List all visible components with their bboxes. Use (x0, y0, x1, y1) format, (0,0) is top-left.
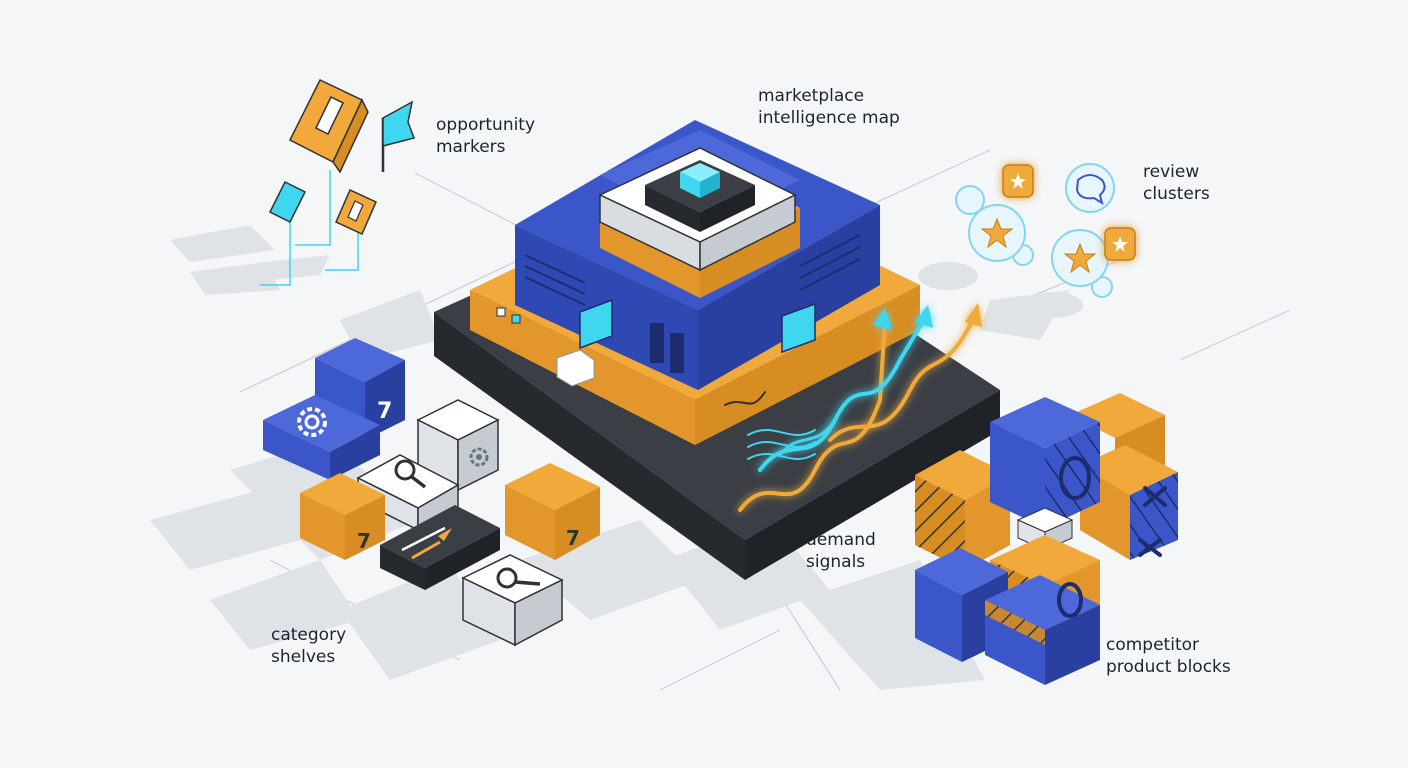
demand-signal-lines (724, 313, 977, 512)
gear-icon (297, 407, 327, 437)
central-tower (434, 120, 1000, 580)
arrow-icon (401, 526, 452, 560)
review-badge (1002, 164, 1136, 261)
svg-text:7: 7 (357, 529, 371, 553)
star-icon (980, 217, 1097, 274)
magnifier-icon (496, 567, 541, 589)
magnifier-icon (394, 459, 427, 489)
competitor-product-blocks (915, 393, 1178, 685)
trend-arrow-icon (873, 303, 982, 330)
category-shelves: 7 7 (263, 338, 600, 647)
svg-text:7: 7 (566, 526, 580, 550)
chat-bubble-icon (1075, 174, 1106, 206)
gear-icon (469, 447, 489, 467)
review-clusters (955, 163, 1136, 298)
opportunity-markers (260, 79, 415, 286)
flag-icon (381, 100, 415, 172)
svg-text:7: 7 (377, 399, 392, 424)
